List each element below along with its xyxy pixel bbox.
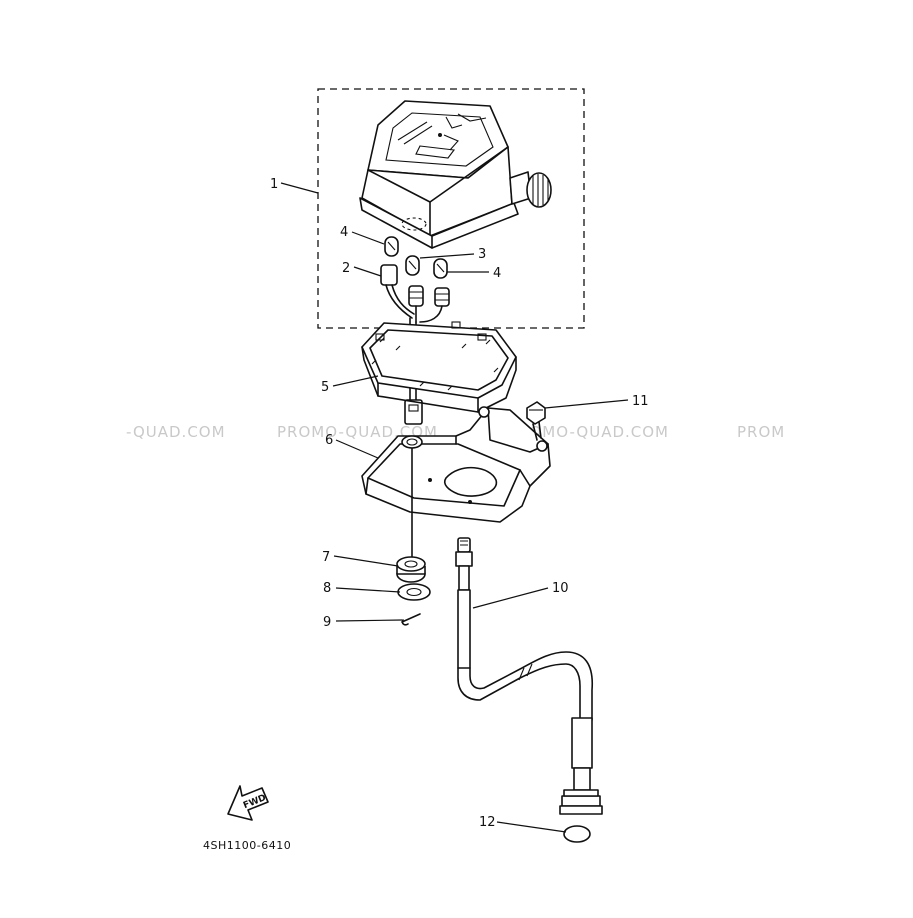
callout-1: 1: [270, 177, 278, 192]
meter-assembly: [359, 100, 552, 249]
meter-bracket: [361, 406, 551, 567]
grommet: [396, 556, 426, 583]
callout-5: 5: [321, 380, 329, 395]
meter-case: [361, 321, 517, 413]
washer: [397, 583, 431, 601]
forward-arrow-icon: FWD: [227, 785, 269, 821]
callout-4-left: 4: [340, 225, 348, 240]
bracket-screw: [526, 401, 546, 441]
callout-2: 2: [342, 261, 350, 276]
pin: [401, 613, 421, 626]
speedometer-cable: [455, 537, 603, 815]
callouts: 1 4 2 3 4 5 6 7 8 9 10 11 12: [270, 177, 649, 830]
watermark-text-1: -QUAD.COM: [126, 423, 226, 441]
o-ring: [563, 825, 591, 843]
watermark-text-3: PROMO-QUAD.COM: [508, 423, 669, 441]
part-code: 4SH1100-6410: [203, 839, 291, 852]
callout-3: 3: [478, 247, 486, 262]
callout-7: 7: [322, 550, 330, 565]
callout-9: 9: [323, 615, 331, 630]
callout-8: 8: [323, 581, 331, 596]
callout-6: 6: [325, 433, 333, 448]
callout-4-right: 4: [493, 266, 501, 281]
leader-lines: [280, 182, 629, 833]
watermark-text-4: PROM: [737, 423, 785, 441]
callout-11: 11: [632, 394, 649, 409]
callout-12: 12: [479, 815, 496, 830]
callout-10: 10: [552, 581, 569, 596]
